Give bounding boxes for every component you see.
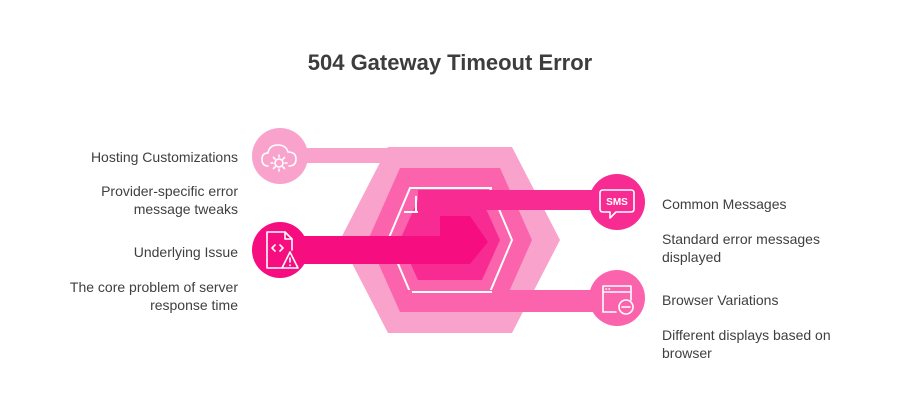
underlying-heading: Underlying Issue [133, 244, 238, 260]
common-circle [589, 174, 645, 230]
underlying-desc: The core problem of server response time [70, 278, 238, 314]
connector-browser [398, 290, 616, 312]
common-heading: Common Messages [662, 196, 787, 212]
connector-hosting [280, 148, 395, 163]
underlying-desc-line2: response time [150, 297, 238, 313]
browser-heading: Browser Variations [662, 292, 779, 308]
browser-desc-line1: Different displays based on [662, 327, 831, 343]
connector-underlying [280, 216, 488, 264]
common-desc: Standard error messages displayed [662, 230, 820, 266]
connector-common [410, 190, 614, 210]
common-desc-line2: displayed [662, 249, 722, 265]
browser-desc-line2: browser [662, 345, 712, 361]
browser-minus-icon [602, 285, 634, 315]
sms-text: SMS [606, 197, 628, 208]
code-file-warning-icon [266, 231, 299, 269]
hosting-heading: Hosting Customizations [90, 149, 238, 165]
common-desc-line1: Standard error messages [662, 231, 820, 247]
hosting-desc-line1: Provider-specific error [101, 183, 238, 199]
diagram-title: 504 Gateway Timeout Error [307, 50, 593, 75]
browser-circle [589, 270, 645, 326]
hosting-circle [252, 128, 308, 184]
browser-desc: Different displays based on browser [662, 326, 831, 362]
hosting-desc-line2: message tweaks [133, 201, 238, 217]
cloud-gear-icon [261, 144, 297, 172]
connector-common-line [404, 196, 418, 213]
underlying-desc-line1: The core problem of server [69, 279, 238, 295]
hosting-desc: Provider-specific error message tweaks [101, 182, 238, 218]
sms-bubble-icon [599, 189, 635, 219]
